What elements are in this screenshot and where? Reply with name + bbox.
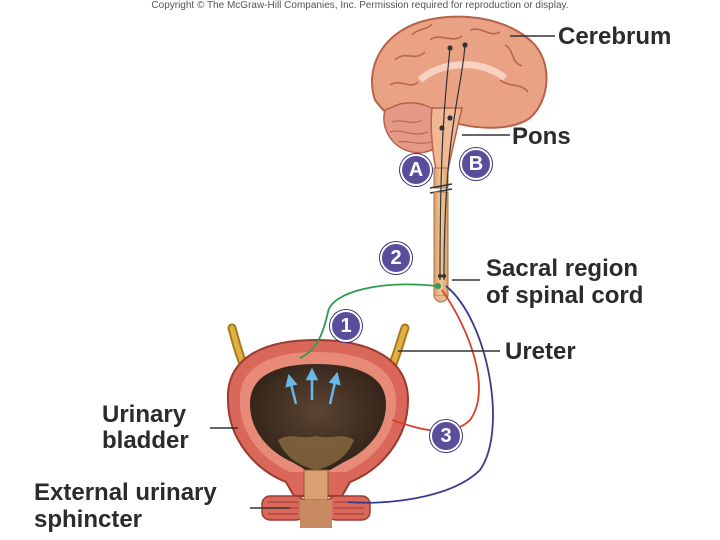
- urinary-bladder: [226, 338, 410, 501]
- cerebrum-folds: [389, 23, 529, 93]
- descending-tracts: [439, 42, 468, 281]
- copyright-notice: Copyright © The McGraw-Hill Companies, I…: [151, 0, 569, 11]
- marker-b: B: [460, 148, 492, 180]
- cerebellum-folds: [389, 119, 433, 144]
- urethra: [303, 469, 329, 501]
- marker-2: 2: [380, 242, 412, 274]
- label-urinary-bladder-line2: bladder: [102, 427, 189, 454]
- label-urinary-bladder-line1: Urinary: [102, 401, 187, 428]
- motor-nerve-red: [391, 289, 480, 432]
- nerve-pathways: [299, 274, 494, 504]
- label-sacral-region-line1: Sacral region: [486, 255, 639, 282]
- external-urinary-sphincter: [261, 495, 371, 528]
- sensory-nerve-green: [299, 283, 437, 359]
- label-cerebrum: Cerebrum: [558, 23, 672, 50]
- corpus-callosum: [417, 61, 508, 83]
- marker-1: 1: [330, 310, 362, 342]
- marker-a: A: [400, 154, 432, 186]
- label-ureter: Ureter: [505, 338, 576, 365]
- stretch-arrows: [285, 367, 341, 405]
- trigone: [278, 436, 354, 470]
- label-external-sphincter-line1: External urinary: [34, 479, 217, 506]
- label-pons: Pons: [512, 123, 571, 150]
- leader-lines: [210, 35, 555, 509]
- motor-nerve-blue: [347, 285, 494, 504]
- label-external-sphincter-line2: sphincter: [34, 506, 143, 533]
- marker-3: 3: [430, 420, 462, 452]
- label-sacral-region-line2: of spinal cord: [486, 282, 644, 309]
- brainstem-shape: [430, 107, 463, 171]
